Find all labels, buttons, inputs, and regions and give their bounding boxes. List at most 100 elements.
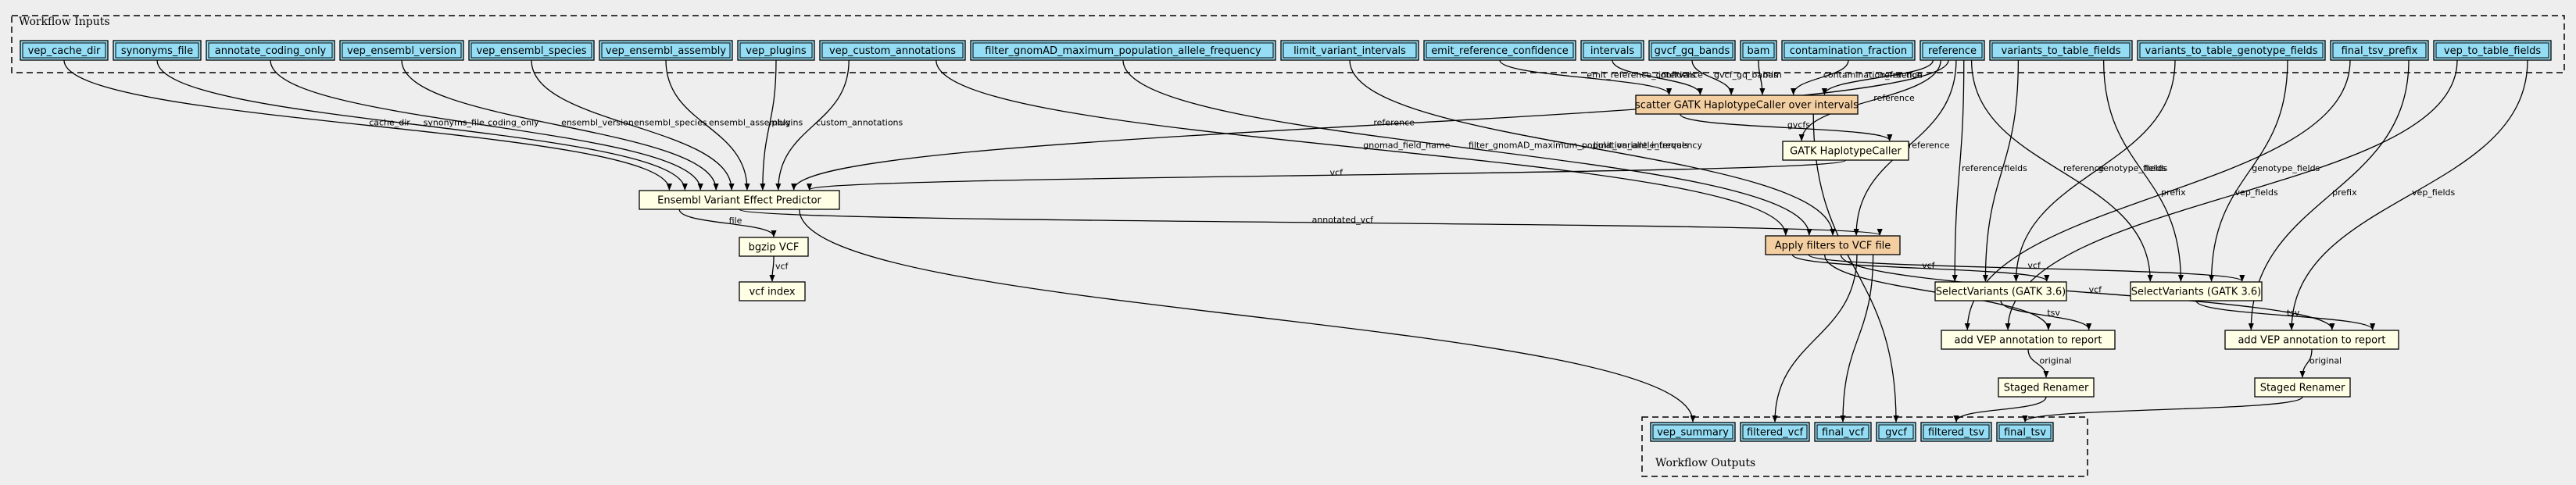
edge-add_vep_b-to-renamer_b	[2299, 348, 2313, 378]
node-out-gvcf[interactable]: gvcf	[1876, 422, 1916, 442]
node-select-a[interactable]: SelectVariants (GATK 3.6)	[1934, 281, 2067, 301]
node-apply-filters[interactable]: Apply filters to VCF file	[1765, 235, 1901, 255]
node-gatk-haplotype[interactable]: GATK HaplotypeCaller	[1782, 141, 1909, 161]
node-bam[interactable]: bam	[1740, 40, 1777, 61]
node-emit-reference-confidence[interactable]: emit_reference_confidence	[1423, 40, 1576, 61]
node-gvcf-gq-bands[interactable]: gvcf_gq_bands	[1648, 40, 1736, 61]
node-box	[1919, 40, 1985, 61]
node-label: variants_to_table_genotype_fields	[2145, 45, 2318, 57]
node-box	[339, 40, 464, 61]
node-box	[2224, 330, 2399, 350]
edge-scatter_haplotype-to-out_gvcf	[1812, 113, 1899, 423]
edge-reference-to-vep	[791, 59, 1949, 191]
node-label: reference	[1928, 45, 1977, 57]
node-vep-ensembl-version[interactable]: vep_ensembl_version	[339, 40, 464, 61]
node-add-vep-b[interactable]: add VEP annotation to report	[2224, 330, 2399, 350]
edge-label: gvcf_gq_bands	[1714, 70, 1778, 80]
node-vep[interactable]: Ensembl Variant Effect Predictor	[639, 190, 840, 210]
edge-vep_ensembl_version-to-vep	[401, 59, 719, 191]
node-vep-plugins[interactable]: vep_plugins	[737, 40, 815, 61]
node-contamination-fraction[interactable]: contamination_fraction	[1781, 40, 1916, 61]
node-box	[2137, 40, 2326, 61]
edge-vep_to_table_fields-to-add_vep_a	[2005, 59, 2458, 330]
node-box	[1648, 40, 1736, 61]
node-inner-border	[1652, 424, 1733, 440]
node-synonyms-file[interactable]: synonyms_file	[113, 40, 202, 61]
edge-scatter_haplotype-to-gatk_haplotype	[1680, 113, 1893, 141]
node-box	[737, 40, 815, 61]
edge-label: reference	[1881, 70, 1923, 80]
edge-vep_custom_annotations-to-vep	[775, 59, 850, 191]
node-select-b[interactable]: SelectVariants (GATK 3.6)	[2130, 281, 2263, 301]
edge-label: ensembl_version	[561, 118, 634, 128]
node-vcf-index[interactable]: vcf index	[739, 281, 806, 301]
node-vep-ensembl-assembly[interactable]: vep_ensembl_assembly	[599, 40, 733, 61]
node-vep-to-table-fields[interactable]: vep_to_table_fields	[2433, 40, 2552, 61]
node-box	[639, 190, 840, 210]
edge-label: vcf	[2027, 261, 2041, 271]
node-bgzip[interactable]: bgzip VCF	[739, 237, 809, 257]
node-label: intervals	[1590, 45, 1635, 57]
node-annotate-coding-only[interactable]: annotate_coding_only	[206, 40, 335, 61]
edge-select_a-to-add_vep_a	[2000, 300, 2092, 330]
node-label: scatter GATK HaplotypeCaller over interv…	[1635, 100, 1859, 112]
edge-label: bam	[1762, 70, 1781, 80]
node-box	[819, 40, 966, 61]
node-label: Ensembl Variant Effect Predictor	[657, 195, 821, 207]
node-variants-to-table-fields[interactable]: variants_to_table_fields	[1989, 40, 2133, 61]
edge-gatk_haplotype-to-vep	[807, 159, 1847, 191]
node-vep-ensembl-species[interactable]: vep_ensembl_species	[468, 40, 595, 61]
node-box	[1996, 422, 2054, 442]
node-scatter-haplotype[interactable]: scatter GATK HaplotypeCaller over interv…	[1635, 95, 1859, 115]
edge-emit_reference_confidence-to-scatter_haplotype	[1499, 59, 1673, 95]
edge-label: filter_gnomAD_maximum_population_allele_…	[1469, 141, 1703, 151]
edge-label: vep_fields	[2235, 187, 2278, 198]
edge-variants_to_table_fields-to-select_b	[2102, 59, 2184, 282]
node-out-filtered-vcf[interactable]: filtered_vcf	[1740, 422, 1810, 442]
edge-limit_variant_intervals-to-apply_filters	[1349, 59, 1836, 236]
node-inner-border	[22, 42, 106, 59]
node-out-final-vcf[interactable]: final_vcf	[1814, 422, 1872, 442]
node-box	[113, 40, 202, 61]
edge-label: plugins	[771, 118, 803, 128]
edge-vep_to_table_fields-to-add_vep_b	[2288, 59, 2528, 330]
node-vep-cache-dir[interactable]: vep_cache_dir	[20, 40, 109, 61]
node-label: final_tsv	[2004, 427, 2046, 439]
node-filter-gnomad[interactable]: filter_gnomAD_maximum_population_allele_…	[970, 40, 1276, 61]
node-inner-border	[115, 42, 199, 59]
edge-label: emit_reference_confidence	[1587, 70, 1703, 80]
node-renamer-a[interactable]: Staged Renamer	[1998, 377, 2095, 398]
edge-label: original	[2309, 356, 2342, 366]
node-box	[2433, 40, 2552, 61]
node-limit-variant-intervals[interactable]: limit_variant_intervals	[1280, 40, 1419, 61]
node-inner-border	[1922, 42, 1983, 59]
node-renamer-b[interactable]: Staged Renamer	[2254, 377, 2351, 398]
node-out-vep-summary[interactable]: vep_summary	[1650, 422, 1736, 442]
node-inner-border	[1742, 424, 1808, 440]
node-out-filtered-tsv[interactable]: filtered_tsv	[1920, 422, 1992, 442]
node-inner-border	[601, 42, 731, 59]
edges-layer	[63, 59, 2528, 423]
node-final-tsv-prefix[interactable]: final_tsv_prefix	[2330, 40, 2429, 61]
node-add-vep-a[interactable]: add VEP annotation to report	[1941, 330, 2116, 350]
edge-label: vep_fields	[2412, 187, 2455, 198]
node-box	[739, 237, 809, 257]
node-intervals[interactable]: intervals	[1580, 40, 1644, 61]
node-inner-border	[342, 42, 462, 59]
node-reference[interactable]: reference	[1919, 40, 1985, 61]
edge-annotate_coding_only-to-vep	[270, 59, 703, 191]
edge-variants_to_table_genotype_fields-to-select_b	[2208, 59, 2288, 282]
node-out-final-tsv[interactable]: final_tsv	[1996, 422, 2054, 442]
edge-synonyms_file-to-vep	[156, 59, 688, 191]
node-box	[1941, 330, 2116, 350]
node-box	[599, 40, 733, 61]
node-inner-border	[739, 42, 813, 59]
edge-label: coding_only	[488, 118, 539, 128]
edge-reference-to-select_b	[1970, 59, 2153, 282]
node-vep-custom-annotations[interactable]: vep_custom_annotations	[819, 40, 966, 61]
node-variants-to-table-genotype-fields[interactable]: variants_to_table_genotype_fields	[2137, 40, 2326, 61]
node-label: Staged Renamer	[2260, 383, 2345, 394]
